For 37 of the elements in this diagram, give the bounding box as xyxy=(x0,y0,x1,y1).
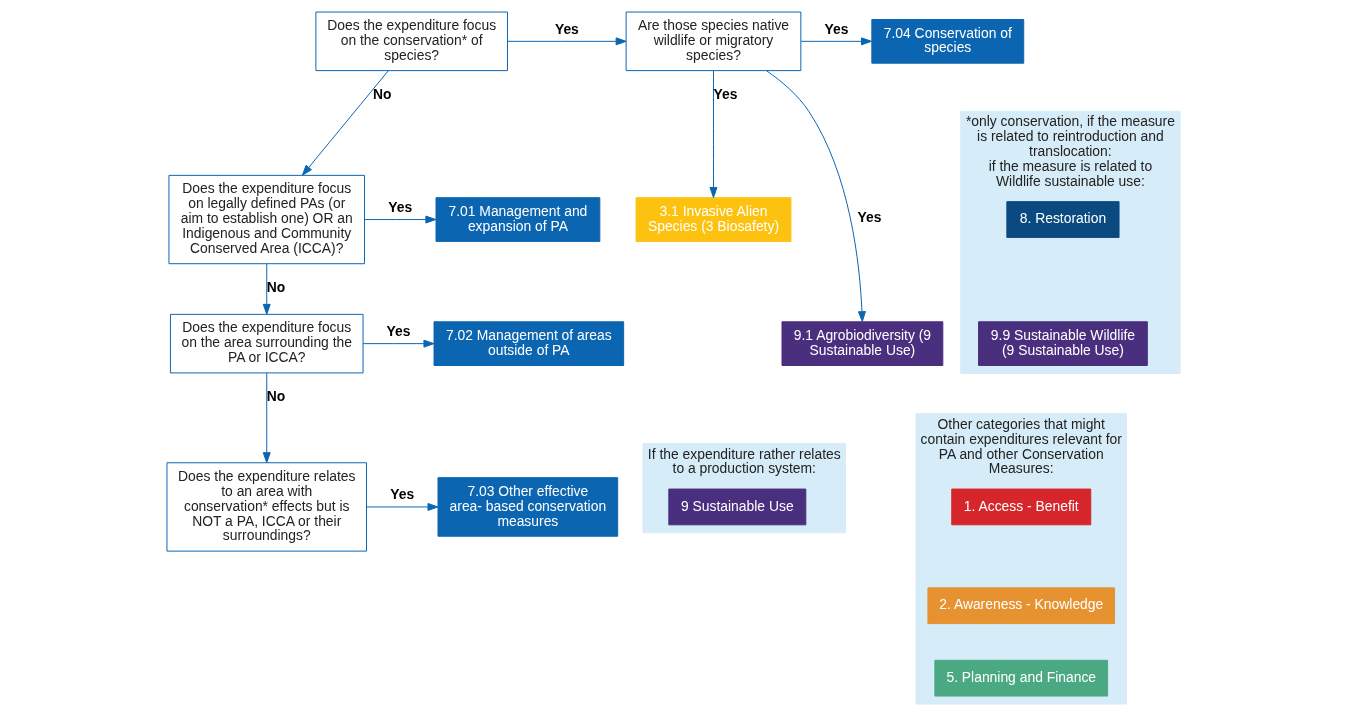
arrow xyxy=(364,215,437,224)
node-box: 3.1 Invasive Alien Species (3 Biosafety) xyxy=(635,197,792,242)
arrow xyxy=(765,70,866,323)
node-box: 7.04 Conservation of species xyxy=(871,19,1025,64)
edge-label: No xyxy=(372,85,392,102)
node-box: 9.9 Sustainable Wildlife (9 Sustainable Use) xyxy=(978,321,1148,366)
edge-label: Yes xyxy=(713,85,738,102)
node-box: 1. Access - Benefit xyxy=(951,488,1092,526)
edge-label: Yes xyxy=(386,322,411,339)
edge-label: No xyxy=(266,387,286,404)
node-box: Are those species native wildlife or migratory species? xyxy=(625,11,802,72)
node-box: Does the expenditure focus on the conservation* of species? xyxy=(315,11,508,72)
node-box: 5. Planning and Finance xyxy=(934,659,1109,697)
node-box: 2. Awareness - Knowledge xyxy=(927,587,1116,625)
arrow xyxy=(507,37,627,46)
node-box: Does the expenditure focus on the area surrounding the PA or ICCA? xyxy=(169,313,364,374)
edge-label: Yes xyxy=(857,209,882,226)
arrow xyxy=(362,339,435,348)
node-box: 7.03 Other effective area- based conservation measures xyxy=(437,477,619,537)
node-box: 7.02 Management of areas outside of PA xyxy=(433,321,625,366)
edge-label: Yes xyxy=(388,198,413,215)
edge-label: Yes xyxy=(390,486,415,503)
node-box: 8. Restoration xyxy=(1006,201,1120,238)
node-box: 9.1 Agrobiodiversity (9 Sustainable Use) xyxy=(781,321,944,366)
edge-label: Yes xyxy=(554,20,579,37)
arrow xyxy=(800,37,872,46)
arrow xyxy=(301,70,389,176)
arrow xyxy=(366,502,439,511)
node-box: 9 Sustainable Use xyxy=(668,488,807,526)
node-box: 7.01 Management and expansion of PA xyxy=(435,197,601,242)
node-box: Does the expenditure relates to an area with conservation* effects but is NOT a PA, ICCA or their surroundings? xyxy=(166,462,367,552)
node-box: Does the expenditure focus on legally defined PAs (or aim to establish one) OR an Indigenous and Community Conserved Area (ICCA)? xyxy=(168,174,366,265)
arrow xyxy=(262,372,271,464)
arrow xyxy=(262,263,271,315)
arrow xyxy=(709,70,718,198)
edge-label: Yes xyxy=(824,20,849,37)
edge-label: No xyxy=(266,278,286,295)
